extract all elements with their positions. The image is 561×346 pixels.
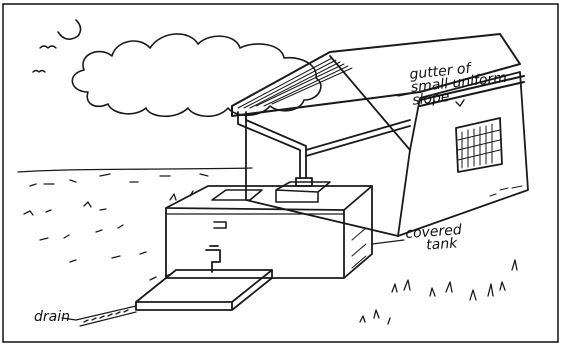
drain-channel bbox=[76, 306, 136, 326]
drain-label: drain bbox=[34, 311, 70, 324]
tank-side bbox=[344, 186, 372, 278]
sun-icon bbox=[58, 20, 81, 39]
tank-leader bbox=[372, 240, 404, 244]
tap-icon bbox=[206, 246, 220, 272]
cloud-icon bbox=[72, 34, 321, 116]
tank-lid bbox=[166, 186, 372, 210]
overflow-pipe bbox=[214, 222, 226, 228]
roof-shading bbox=[238, 58, 352, 108]
covered-tank bbox=[166, 182, 372, 278]
inlet-box bbox=[276, 182, 330, 202]
tank-label: covered tank bbox=[405, 224, 463, 254]
bird-icon bbox=[33, 71, 45, 73]
window bbox=[456, 118, 502, 172]
birds bbox=[33, 46, 56, 72]
downpipe bbox=[238, 112, 410, 186]
tank-front bbox=[166, 208, 344, 278]
bird-icon bbox=[40, 46, 56, 48]
manhole-cover bbox=[212, 190, 262, 200]
image-border bbox=[3, 4, 558, 342]
drain-tray bbox=[136, 270, 272, 310]
